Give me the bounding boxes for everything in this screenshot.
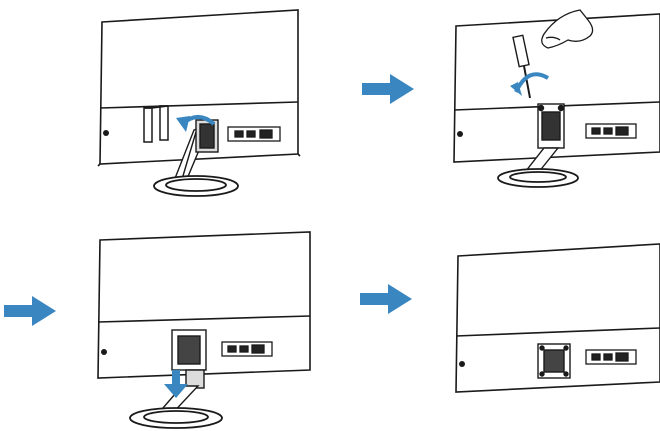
step-1-panel <box>80 6 310 206</box>
right-arrow-icon <box>360 284 412 314</box>
step-4-illustration <box>446 226 660 406</box>
stand-base <box>498 169 578 187</box>
step-2-illustration <box>440 0 660 200</box>
mount-bracket <box>538 104 564 148</box>
step-3-illustration <box>86 220 316 431</box>
port-panel <box>586 350 636 364</box>
stand-base <box>130 408 222 428</box>
right-arrow-icon <box>4 296 56 326</box>
power-button <box>459 361 465 367</box>
mount-bracket <box>172 330 206 370</box>
right-arrow-icon <box>362 74 414 104</box>
step-1-illustration <box>80 6 310 206</box>
step-3-panel <box>86 220 316 431</box>
port-panel <box>222 342 272 356</box>
stand-base <box>154 176 238 196</box>
mount-bracket <box>538 344 570 378</box>
step-2-panel <box>440 0 660 200</box>
port-panel <box>586 124 636 138</box>
power-button <box>103 130 109 136</box>
step-4-panel <box>446 226 660 406</box>
port-panel <box>228 127 280 141</box>
power-button <box>101 349 107 355</box>
power-button <box>457 131 463 137</box>
